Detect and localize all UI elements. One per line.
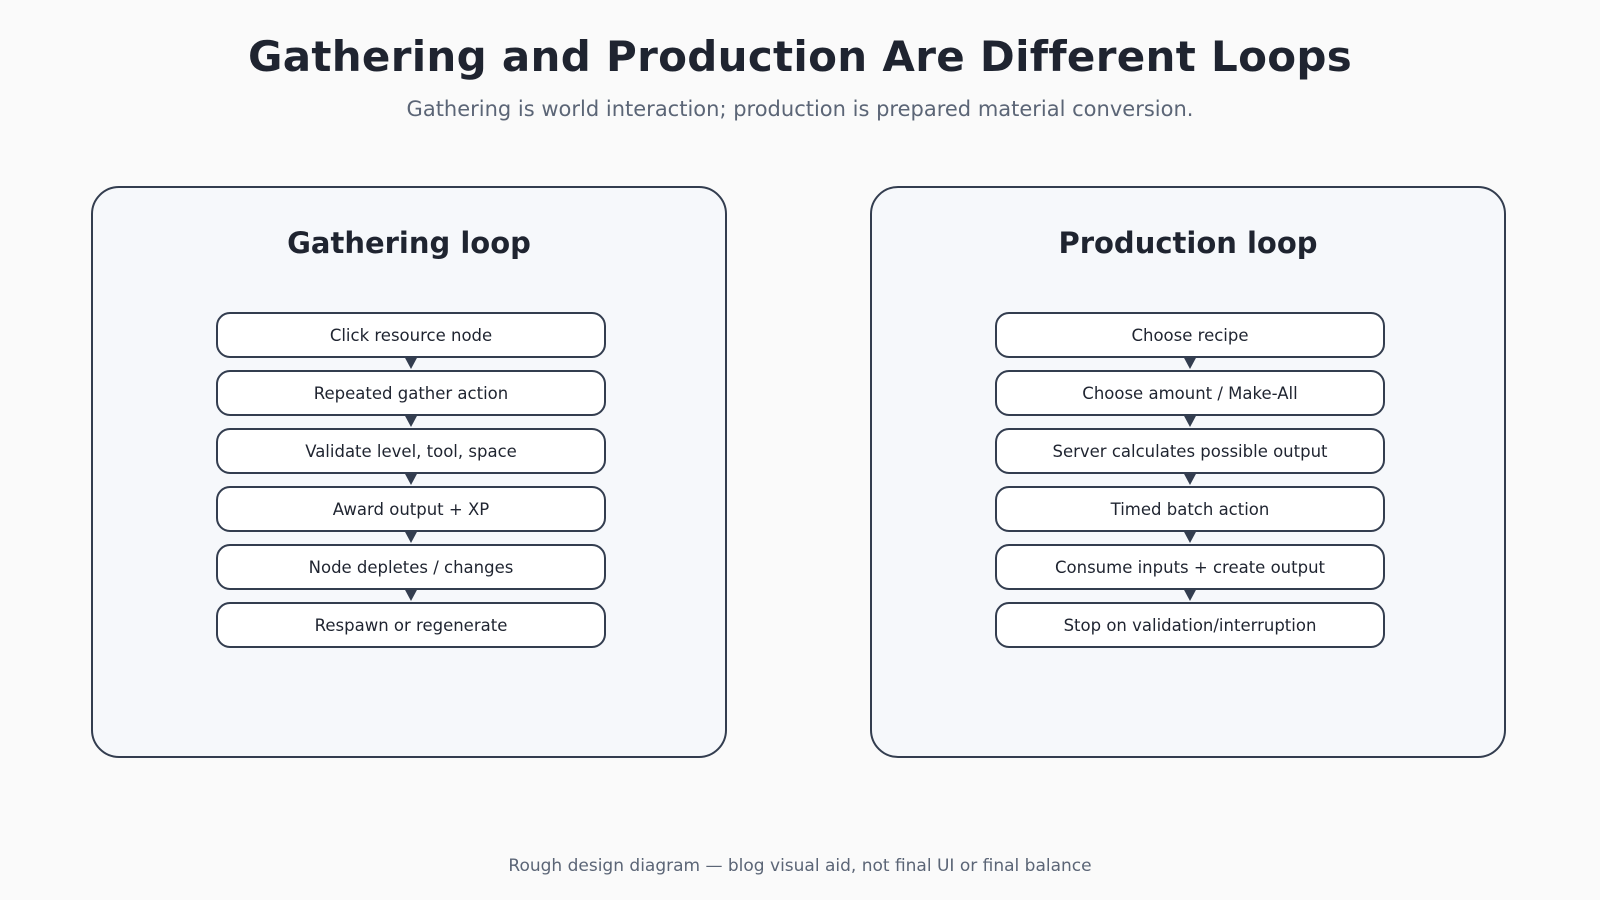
diagram-title: Gathering and Production Are Different L… [247, 32, 1353, 81]
production-step: Choose amount / Make-All [995, 370, 1385, 427]
production-steps: Choose recipe Choose amount / Make-All S… [995, 312, 1385, 648]
gathering-step: Award output + XP [216, 486, 606, 543]
production-step: Timed batch action [995, 486, 1385, 543]
gathering-loop-title: Gathering loop [287, 226, 531, 260]
gathering-loop-panel: Gathering loop Click resource node Repea… [91, 186, 727, 758]
arrow-down-icon [1183, 530, 1197, 543]
production-step: Server calculates possible output [995, 428, 1385, 485]
arrow-down-icon [404, 414, 418, 427]
gathering-step: Click resource node [216, 312, 606, 369]
step-label: Validate level, tool, space [305, 441, 517, 461]
gathering-step: Node depletes / changes [216, 544, 606, 601]
gathering-steps: Click resource node Repeated gather acti… [216, 312, 606, 648]
gathering-step: Respawn or regenerate [216, 602, 606, 648]
arrow-down-icon [1183, 588, 1197, 601]
step-label: Timed batch action [1110, 499, 1270, 519]
footer-note: Rough design diagram — blog visual aid, … [508, 856, 1092, 876]
step-label: Choose amount / Make-All [1082, 383, 1298, 403]
production-step: Stop on validation/interruption [995, 602, 1385, 648]
arrow-down-icon [1183, 472, 1197, 485]
diagram-subtitle: Gathering is world interaction; producti… [406, 97, 1194, 121]
arrow-down-icon [404, 472, 418, 485]
step-label: Choose recipe [1131, 325, 1249, 345]
production-loop-title: Production loop [1058, 226, 1318, 260]
step-label: Repeated gather action [313, 383, 509, 403]
production-loop-panel: Production loop Choose recipe Choose amo… [870, 186, 1506, 758]
production-step: Consume inputs + create output [995, 544, 1385, 601]
arrow-down-icon [1183, 356, 1197, 369]
arrow-down-icon [404, 588, 418, 601]
step-label: Server calculates possible output [1052, 441, 1328, 461]
production-step: Choose recipe [995, 312, 1385, 369]
step-label: Award output + XP [332, 499, 490, 519]
step-label: Consume inputs + create output [1055, 557, 1325, 577]
arrow-down-icon [1183, 414, 1197, 427]
arrow-down-icon [404, 530, 418, 543]
step-label: Click resource node [329, 325, 493, 345]
step-label: Stop on validation/interruption [1063, 615, 1317, 635]
arrow-down-icon [404, 356, 418, 369]
step-label: Respawn or regenerate [314, 615, 508, 635]
gathering-step: Repeated gather action [216, 370, 606, 427]
gathering-step: Validate level, tool, space [216, 428, 606, 485]
step-label: Node depletes / changes [308, 557, 514, 577]
